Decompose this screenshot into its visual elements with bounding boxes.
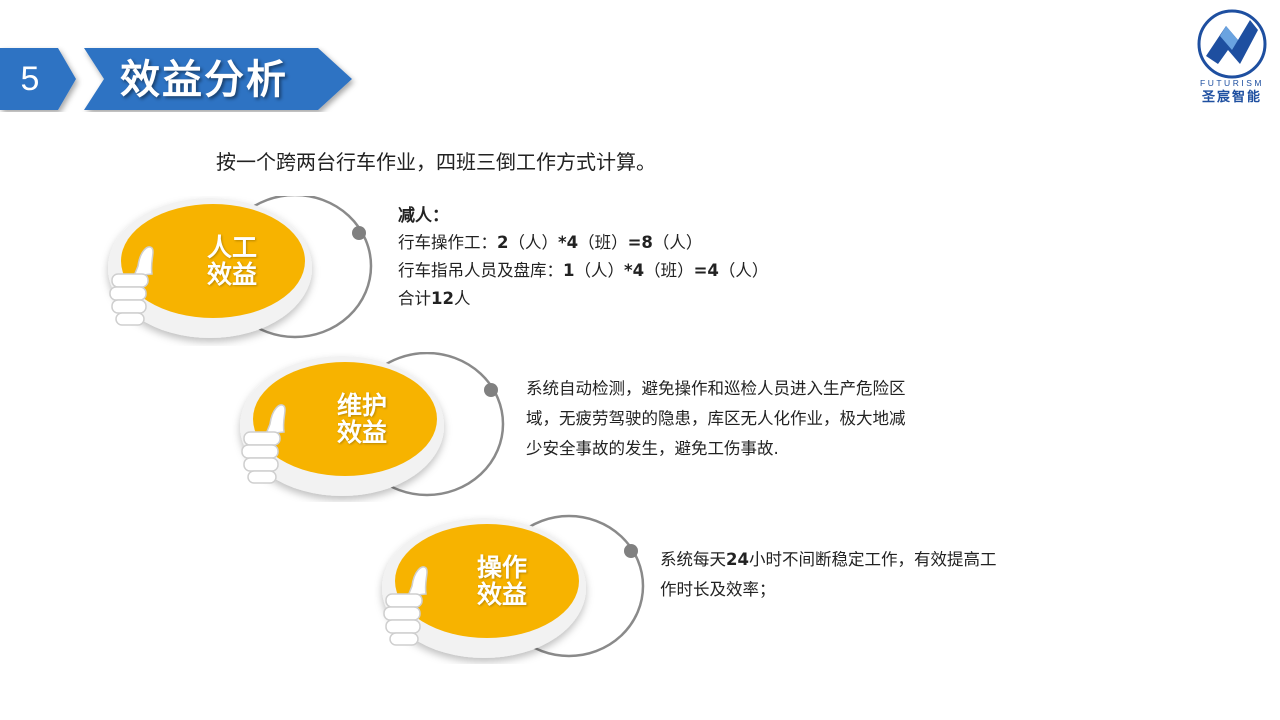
intro-text: 按一个跨两台行车作业，四班三倒工作方式计算。 [216, 150, 656, 174]
labor-benefit-badge: 人工效益 [100, 196, 373, 346]
section-banner [0, 46, 360, 112]
operation-benefit-text: 系统每天24小时不间断稳定工作，有效提高工 作时长及效率； [660, 545, 996, 605]
futurism-logo-icon [1192, 6, 1272, 101]
thumbs-up-icon [241, 404, 286, 484]
logo-chinese-text: 圣宸智能 [1201, 90, 1262, 105]
labor-heading: 减人： [398, 206, 449, 226]
labor-line-2: 行车指吊人员及盘库：1（人）*4（班）=4（人） [398, 261, 769, 280]
operation-line-1: 系统每天24小时不间断稳定工作，有效提高工 [660, 550, 997, 569]
labor-benefit-text: 减人： 行车操作工：2（人）*4（班）=8（人） 行车指吊人员及盘库：1（人）*… [398, 202, 768, 311]
maintenance-line-1: 系统自动检测，避免操作和巡检人员进入生产危险区 [526, 379, 906, 398]
maintenance-line-2: 域，无疲劳驾驶的隐患，库区无人化作业，极大地减 [526, 409, 906, 428]
maintenance-benefit-badge: 维护效益 [232, 352, 505, 502]
page-title: 效益分析 [120, 57, 288, 103]
maintenance-benefit-label: 维护效益 [336, 391, 387, 447]
labor-line-3: 合计12人 [398, 289, 471, 308]
thumbs-up-icon [109, 246, 154, 326]
maintenance-benefit-text: 系统自动检测，避免操作和巡检人员进入生产危险区 域，无疲劳驾驶的隐患，库区无人化… [526, 374, 906, 464]
logo-english-text: FUTURISM [1200, 78, 1264, 88]
operation-benefit-badge: 操作效益 [374, 514, 645, 664]
operation-line-2: 作时长及效率； [660, 580, 776, 599]
operation-benefit-label: 操作效益 [476, 553, 527, 609]
maintenance-line-3: 少安全事故的发生，避免工伤事故. [526, 439, 779, 458]
labor-benefit-label: 人工效益 [206, 233, 257, 289]
thumbs-up-icon [383, 566, 428, 646]
section-number: 5 [20, 60, 40, 98]
labor-line-1: 行车操作工：2（人）*4（班）=8（人） [398, 233, 703, 252]
